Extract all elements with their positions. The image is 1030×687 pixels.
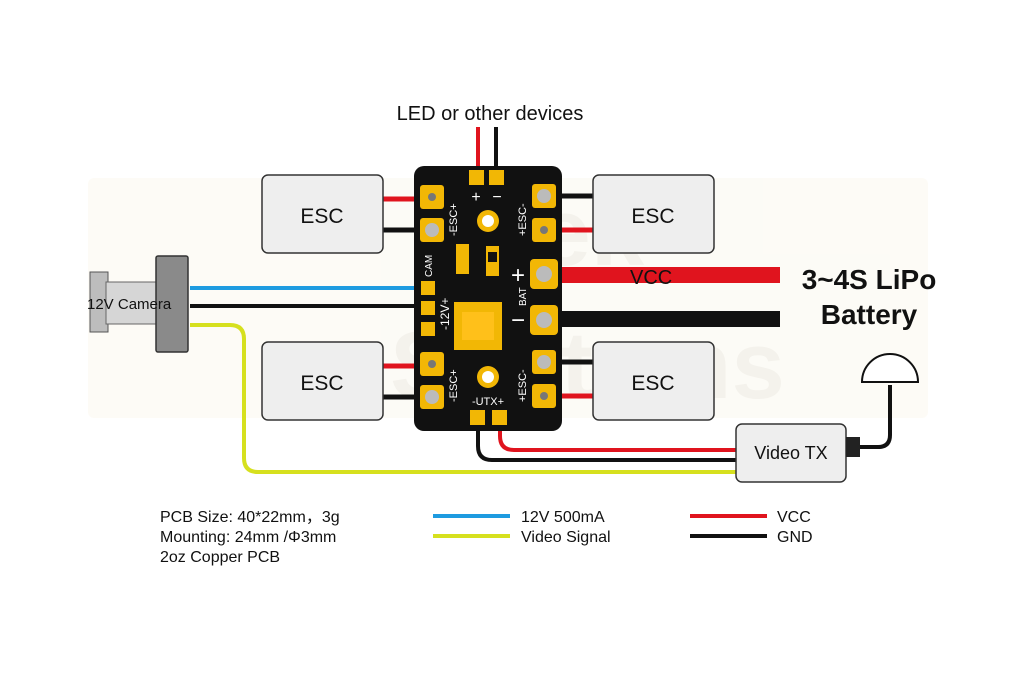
- esc-tl-mark: -ESC+: [448, 203, 460, 236]
- esc-top-right: ESC: [592, 174, 715, 254]
- camera-yellow-wire: [190, 323, 736, 474]
- esc-tr-mark: +ESC-: [517, 203, 529, 236]
- antenna-icon: [860, 353, 920, 383]
- battery-label-line-1: 3~4S LiPo: [802, 264, 937, 295]
- legend-label-12v: 12V 500mA: [521, 509, 605, 526]
- camera-label: 12V Camera: [87, 296, 172, 313]
- esc-top-left: ESC: [261, 174, 384, 254]
- spec-line-2: Mounting: 24mm /Φ3mm: [160, 529, 336, 546]
- bat-mark: BAT: [518, 287, 529, 306]
- pad-utx-plus: [492, 410, 507, 425]
- vtx-black-wire: [476, 420, 736, 462]
- led-title: LED or other devices: [397, 103, 584, 125]
- vtx-red-wire: [498, 420, 736, 452]
- pcb-board: + − -ESC+ +ESC- -ESC+ +ESC- CAM: [414, 166, 562, 431]
- esc-label: ESC: [631, 372, 674, 395]
- pad-cam: [421, 281, 435, 295]
- bat-minus-mark: −: [511, 307, 525, 334]
- capacitor: [456, 244, 469, 274]
- pad-utx-minus: [470, 410, 485, 425]
- vtx-label: Video TX: [754, 443, 827, 463]
- legend-label-vcc: VCC: [777, 509, 811, 526]
- esc-label: ESC: [300, 372, 343, 395]
- video-tx: Video TX: [735, 353, 920, 483]
- cam-mark: CAM: [424, 255, 435, 277]
- legend: 12V 500mA Video Signal VCC GND: [433, 509, 813, 546]
- pad-12v-plus: [421, 322, 435, 336]
- esc-label: ESC: [631, 205, 674, 228]
- esc-bottom-left: ESC: [261, 341, 384, 421]
- bat-plus-mark: +: [511, 262, 525, 289]
- esc-br-mark: +ESC-: [517, 369, 529, 402]
- vcc-wire-label: VCC: [630, 267, 672, 289]
- legend-label-video: Video Signal: [521, 529, 611, 546]
- esc-bl-mark: -ESC+: [448, 369, 460, 402]
- antenna-cable: [860, 385, 892, 449]
- esc-bottom-right: ESC: [592, 341, 715, 421]
- pad-12v-minus: [421, 301, 435, 315]
- 12v-mark: -12V+: [438, 298, 452, 330]
- vtx-connector: [846, 437, 860, 457]
- battery-label-line-2: Battery: [821, 299, 918, 330]
- spec-line-1: PCB Size: 40*22mm，3g: [160, 509, 340, 526]
- led-minus-mark: −: [492, 189, 501, 206]
- camera: 12V Camera: [87, 255, 189, 353]
- esc-label: ESC: [300, 205, 343, 228]
- specs: PCB Size: 40*22mm，3g Mounting: 24mm /Φ3m…: [160, 509, 340, 566]
- utx-mark: -UTX+: [472, 396, 504, 408]
- led-plus-mark: +: [471, 189, 480, 206]
- legend-label-gnd: GND: [777, 529, 813, 546]
- pad-led-plus: [469, 170, 484, 185]
- spec-line-3: 2oz Copper PCB: [160, 549, 280, 566]
- pad-led-minus: [489, 170, 504, 185]
